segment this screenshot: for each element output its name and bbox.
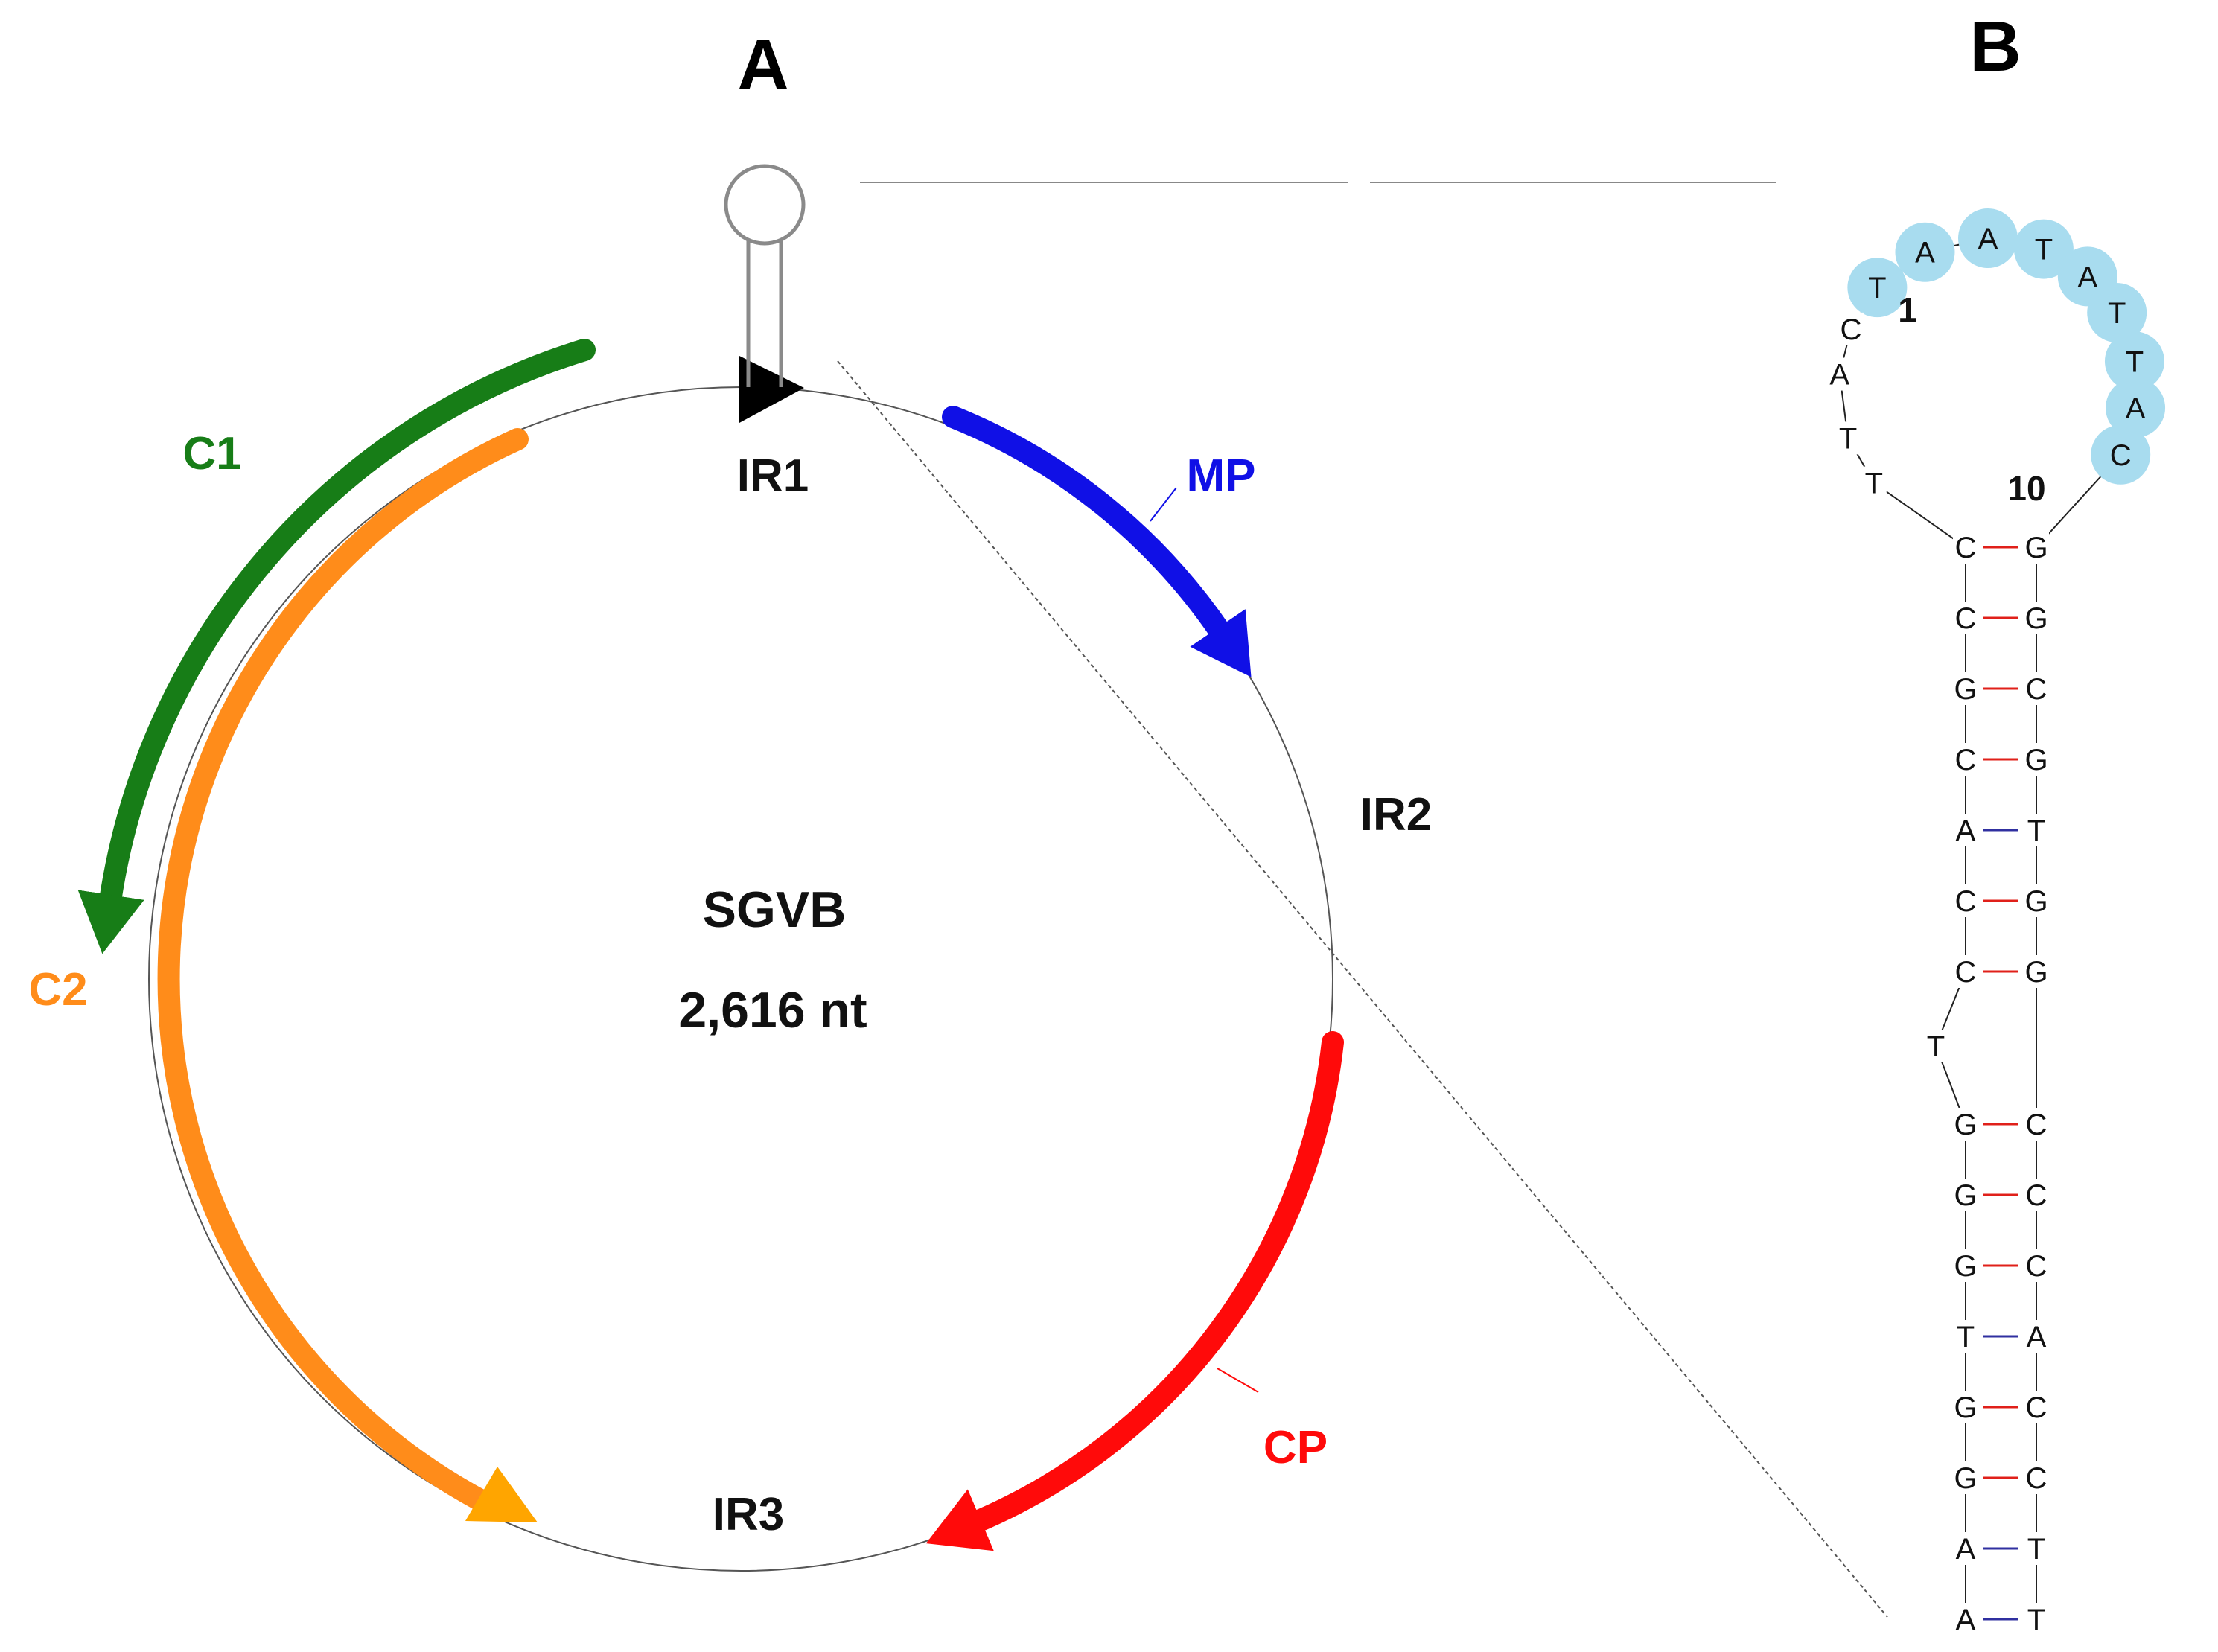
loop-highlight-circle — [1895, 222, 1955, 282]
stem-nucleotide-right: G — [2024, 602, 2047, 635]
mp-gene-arrow — [942, 406, 1252, 677]
position-label-1: 1 — [1898, 290, 1917, 329]
panel-a-label: A — [737, 25, 788, 105]
loop-nucleotide: A — [2077, 261, 2097, 293]
c1-label: C1 — [182, 428, 241, 479]
c2-end-triangle — [465, 1467, 538, 1522]
genome-name: SGVB — [703, 881, 847, 938]
stem-nucleotide-right: G — [2024, 744, 2047, 776]
stem-nucleotide-left: G — [1954, 1462, 1977, 1495]
zoom-line-diagonal — [837, 360, 1888, 1618]
stem-nucleotide-right: T — [2027, 1604, 2045, 1636]
loop-highlight-circle — [2104, 331, 2164, 392]
mp-leader-line — [1150, 487, 1177, 522]
loop-highlight-circle — [2106, 377, 2166, 438]
stem-nucleotide-left: A — [1956, 1604, 1976, 1636]
stem-nucleotide-left: C — [1955, 956, 1977, 989]
bulge-nucleotide: T — [1927, 1030, 1945, 1063]
c2-gene-arrow — [157, 428, 529, 1511]
stem-nucleotide-left: C — [1955, 532, 1977, 564]
stem-nucleotide-left: A — [1956, 1533, 1976, 1566]
mp-label: MP — [1187, 450, 1256, 502]
stem-nucleotide-left: G — [1954, 1250, 1977, 1283]
stem-nucleotide-right: G — [2024, 532, 2047, 564]
stem-nucleotide-right: C — [2026, 1179, 2047, 1212]
loop-nucleotide: T — [2108, 297, 2126, 330]
stem-nucleotide-left: G — [1954, 1391, 1977, 1424]
loop-highlight-circle — [1847, 258, 1908, 318]
ir1-triangle-marker — [739, 356, 804, 423]
loop-nucleotide: T — [2126, 345, 2144, 378]
loop-highlight-circle — [2013, 219, 2074, 279]
ir2-label: IR2 — [1360, 789, 1432, 841]
stem-nucleotide-right: T — [2027, 1533, 2045, 1566]
c1-gene-arrow — [77, 339, 596, 954]
stem-nucleotide-right: G — [2024, 885, 2047, 918]
stem-nucleotide-left: C — [1955, 602, 1977, 635]
loop-highlight-circle — [2087, 283, 2147, 342]
stem-nucleotide-left: T — [1957, 1321, 1975, 1353]
stem-nucleotide-left: G — [1954, 1179, 1977, 1212]
stem-nucleotide-left: G — [1954, 1109, 1977, 1141]
stem-nucleotide-left: C — [1955, 885, 1977, 918]
stem-nucleotide-right: C — [2026, 673, 2047, 706]
stem-nucleotide-left: C — [1955, 744, 1977, 776]
cp-gene-arrow — [925, 1031, 1344, 1551]
panel-b-label: B — [1969, 7, 2021, 86]
loop-nucleotide: T — [1865, 468, 1883, 500]
stem-nucleotide-right: A — [2027, 1321, 2047, 1353]
loop-nucleotide: T — [1868, 272, 1886, 304]
loop-nucleotide: A — [1978, 223, 1998, 255]
stem-nucleotide-right: G — [2024, 956, 2047, 989]
stem-nucleotide-right: T — [2027, 814, 2045, 847]
c2-label: C2 — [28, 964, 87, 1015]
position-label-10: 10 — [2007, 469, 2045, 508]
cp-leader-line — [1217, 1368, 1259, 1393]
cp-label: CP — [1263, 1422, 1328, 1473]
loop-nucleotide: A — [1829, 359, 1849, 392]
loop-highlight-circle — [1958, 208, 2018, 268]
loop-nucleotide: A — [1915, 237, 1935, 270]
stem-nucleotide-right: C — [2026, 1391, 2047, 1424]
stem-nucleotide-left: A — [1956, 814, 1976, 847]
hairpin-icon — [724, 164, 806, 387]
loop-highlight-circle — [2091, 424, 2151, 485]
stem-nucleotide-left: G — [1954, 673, 1977, 706]
ir3-label: IR3 — [713, 1489, 784, 1540]
loop-nucleotide: T — [1839, 422, 1857, 455]
ir1-label: IR1 — [737, 450, 809, 502]
loop-nucleotide: T — [2035, 234, 2053, 267]
genome-length: 2,616 nt — [678, 982, 867, 1039]
hairpin-backbone — [1838, 237, 2137, 1619]
loop-nucleotide: C — [2110, 439, 2132, 472]
stem-nucleotide-right: C — [2026, 1109, 2047, 1141]
stem-nucleotide-right: C — [2026, 1462, 2047, 1495]
loop-nucleotide: A — [2126, 392, 2146, 425]
loop-nucleotide: C — [1840, 313, 1861, 346]
stem-nucleotide-right: C — [2026, 1250, 2047, 1283]
